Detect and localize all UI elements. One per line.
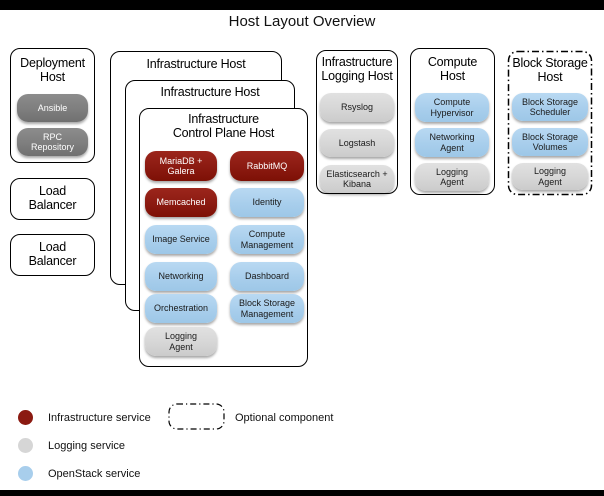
service-identity: Identity	[230, 188, 304, 217]
infrastructure-host-outer-title: Infrastructure Host	[146, 57, 246, 71]
bottom-letterbox-bar	[0, 490, 604, 496]
service-mariadb-galera: MariaDB +Galera	[145, 151, 217, 181]
service-orchestration: Orchestration	[145, 294, 217, 323]
legend-openstack-swatch	[18, 466, 33, 481]
service-networking: Networking	[145, 262, 217, 291]
service-memcached: Memcached	[145, 188, 217, 217]
page-title: Host Layout Overview	[228, 13, 376, 30]
service-elasticsearch-kibana: Elasticsearch +Kibana	[320, 165, 394, 193]
legend-logging-swatch	[18, 438, 33, 453]
load-balancer-2-box	[10, 234, 95, 276]
legend-infrastructure-swatch	[18, 410, 33, 425]
legend-logging-label: Logging service	[48, 440, 126, 452]
service-dashboard: Dashboard	[230, 262, 304, 291]
legend-openstack-label: OpenStack service	[48, 468, 141, 480]
service-rsyslog: Rsyslog	[320, 93, 394, 122]
infrastructure-host-middle-title: Infrastructure Host	[160, 85, 260, 99]
top-letterbox-bar	[0, 0, 604, 10]
legend-optional-swatch	[168, 403, 225, 430]
service-rabbitmq: RabbitMQ	[230, 151, 304, 181]
service-logstash: Logstash	[320, 129, 394, 157]
legend-optional-label: Optional component	[235, 412, 334, 424]
block-storage-host-border	[507, 50, 593, 196]
service-image-service: Image Service	[145, 225, 217, 254]
load-balancer-1-box	[10, 178, 95, 220]
legend-infrastructure-label: Infrastructure service	[48, 412, 151, 424]
service-ansible: Ansible	[17, 94, 88, 122]
